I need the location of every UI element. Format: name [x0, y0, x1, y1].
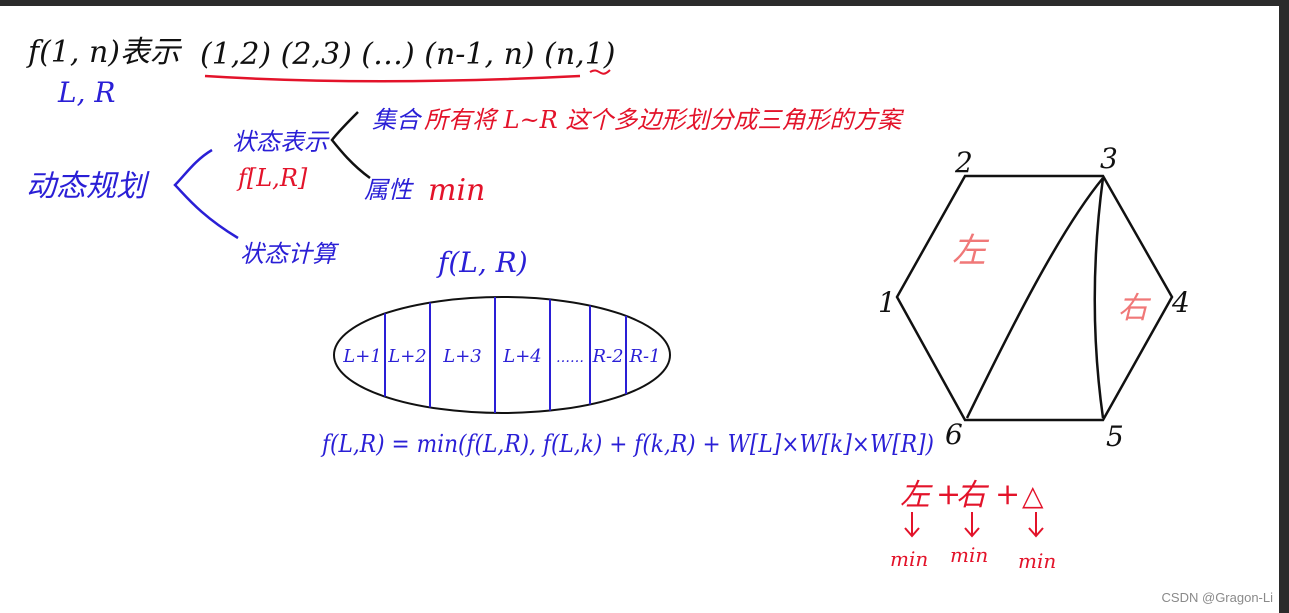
vertex-1: 1 [878, 286, 896, 319]
header-f-def: f(1, n)表示 [26, 35, 183, 70]
top-window-edge [0, 0, 1289, 6]
summary-min-3: min [1018, 549, 1056, 573]
summary-min-2: min [950, 543, 988, 567]
dp-state-repr: 状态表示 [232, 128, 330, 156]
partition-cell-label: …… [556, 350, 584, 366]
vertex-4: 4 [1171, 286, 1190, 319]
partition-cell-label: R-2 [591, 346, 623, 367]
vertex-6: 6 [945, 418, 963, 451]
summary-arrows [904, 512, 1044, 538]
dp-set-label: 集合 [372, 106, 423, 134]
vertex-2: 2 [954, 146, 973, 179]
partition-ellipse [333, 296, 671, 414]
header-lr: L, R [57, 76, 115, 109]
header-curl [589, 69, 611, 75]
right-window-edge [1279, 0, 1289, 613]
partition-cell-label: L+3 [442, 346, 482, 367]
dp-root: 动态规划 [26, 169, 150, 204]
hexagon-outline [895, 174, 1174, 422]
transition-formula: f(L,R) = min(f(L,R), f(L,k) + f(k,R) + W… [320, 430, 934, 458]
summary-left: 左 [900, 478, 933, 513]
partition-cell-label: L+1 [342, 346, 382, 367]
hexagon-diagonal-3-5 [1093, 177, 1105, 419]
dp-state-calc: 状态计算 [240, 240, 340, 268]
brace-root [173, 148, 239, 240]
vertex-3: 3 [1100, 142, 1118, 175]
summary-plus-2: + [995, 477, 1020, 512]
hexagon-diagonal-6-3 [965, 177, 1104, 419]
partition-dividers [384, 297, 627, 413]
partition-cell-label: L+2 [387, 346, 427, 367]
partition-title: f(L, R) [436, 246, 528, 279]
dp-state-f: f[L,R] [236, 164, 308, 192]
watermark: CSDN @Gragon-Li [1161, 590, 1273, 605]
vertex-5: 5 [1106, 420, 1124, 453]
dp-set-desc: 所有将 L~R 这个多边形划分成三角形的方案 [424, 106, 904, 134]
summary-plus-1: + [936, 477, 961, 512]
brace-state [330, 111, 371, 180]
header-pairs: (1,2) (2,3) (…) (n-1, n) (n,1) [200, 37, 616, 72]
partition-cell-label: R-1 [628, 346, 660, 367]
summary-triangle: △ [1022, 479, 1044, 512]
summary-min-1: min [890, 547, 928, 571]
partition-cell-label: L+4 [502, 346, 542, 367]
header-underline [204, 74, 581, 83]
dp-attr-label: 属性 [364, 176, 414, 204]
hexagon-left-label: 左 [952, 231, 990, 271]
hexagon-right-label: 右 [1118, 291, 1152, 326]
summary-right: 右 [956, 478, 990, 513]
dp-attr-value: min [428, 173, 485, 208]
